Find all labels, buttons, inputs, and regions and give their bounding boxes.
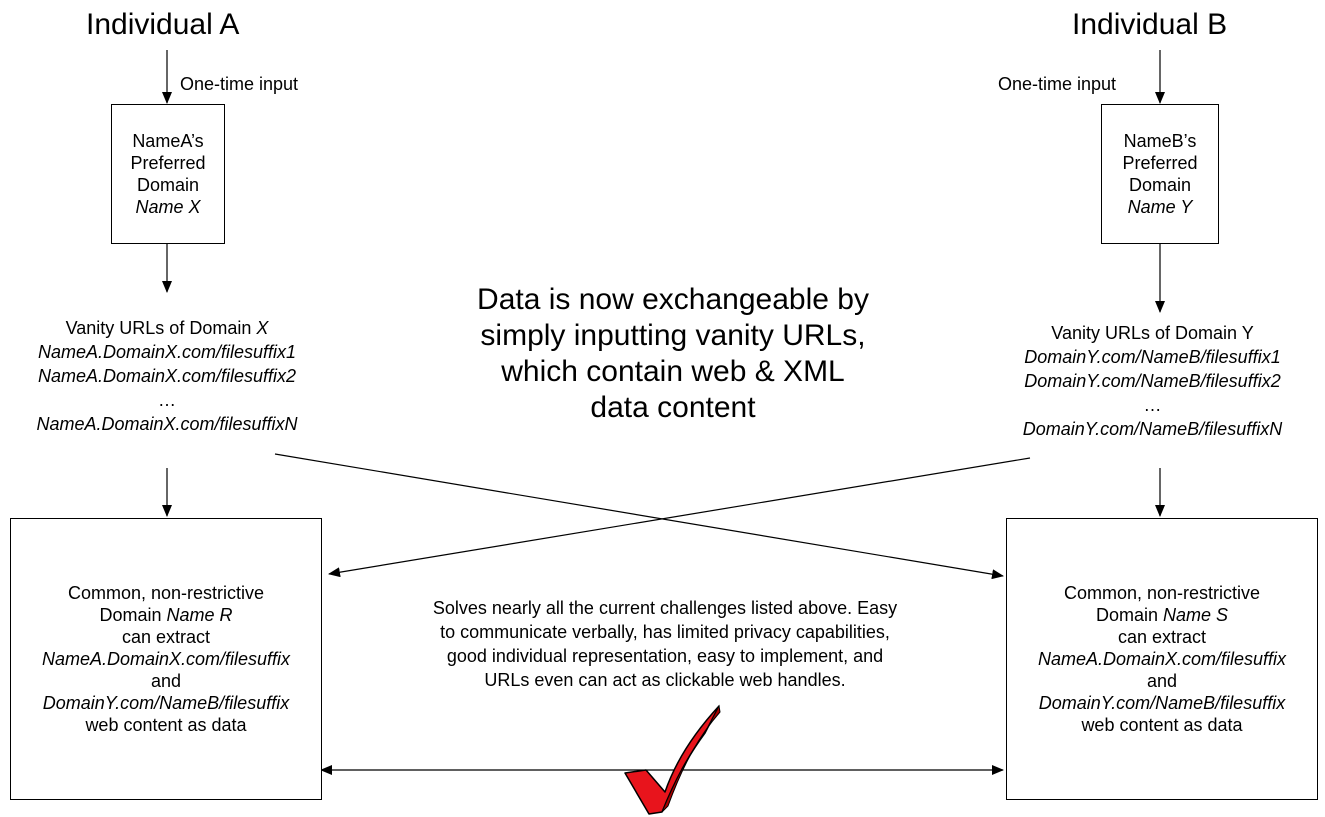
- common-s-line6: DomainY.com/NameB/filesuffix: [1038, 693, 1286, 713]
- common-r-line3: can extract: [121, 627, 211, 647]
- name-a-preferred-domain-box: NameA’s Preferred Domain Name X: [111, 104, 225, 244]
- common-s-line2-var: Name S: [1163, 605, 1229, 625]
- box-a-line3: Name X: [135, 197, 201, 217]
- individual-a-input-label: One-time input: [180, 74, 299, 94]
- common-s-line2: Domain Name S: [1096, 604, 1228, 626]
- individual-b-input-label: One-time input: [998, 74, 1117, 94]
- center-statement-line1: Data is now exchangeable by: [477, 283, 869, 316]
- center-statement-line2: simply inputting vanity URLs,: [480, 319, 866, 352]
- vanity-url-b-1: DomainY.com/NameB/filesuffix1: [1024, 347, 1281, 367]
- common-r-line4: NameA.DomainX.com/filesuffix: [41, 649, 291, 669]
- box-b-line3: Name Y: [1127, 197, 1193, 217]
- vanity-url-b-ellipsis: …: [1143, 395, 1162, 415]
- common-s-line5: and: [1146, 671, 1178, 691]
- center-statement-line3: which contain web & XML: [501, 355, 845, 388]
- vanity-urls-a: Vanity URLs of Domain X NameA.DomainX.co…: [0, 316, 334, 436]
- center-statement: Data is now exchangeable by simply input…: [420, 282, 926, 426]
- vanity-urls-a-heading-var: X: [256, 318, 269, 338]
- arrow-b-urls-to-common-r: [328, 457, 1031, 578]
- common-domain-r-box: Common, non-restrictive Domain Name R ca…: [10, 518, 322, 800]
- box-b-line2: Preferred Domain: [1122, 153, 1198, 195]
- common-s-line7: web content as data: [1081, 715, 1243, 735]
- box-b-line1: NameB’s: [1123, 131, 1197, 151]
- solution-text-line4: URLs even can act as clickable web handl…: [484, 670, 846, 690]
- vanity-url-a-1: NameA.DomainX.com/filesuffix1: [37, 342, 297, 362]
- common-s-line3: can extract: [1117, 627, 1207, 647]
- vanity-url-a-ellipsis: …: [158, 390, 176, 410]
- check-mark-icon: [624, 704, 721, 815]
- common-r-line2: Domain Name R: [99, 604, 232, 626]
- individual-a-title: Individual A: [86, 8, 240, 41]
- vanity-urls-b: Vanity URLs of Domain Y DomainY.com/Name…: [980, 321, 1325, 441]
- solution-text: Solves nearly all the current challenges…: [348, 596, 982, 692]
- vanity-urls-a-heading-prefix: Vanity URLs of Domain: [65, 318, 257, 338]
- common-s-line2-prefix: Domain: [1095, 605, 1163, 625]
- box-a-line2: Preferred Domain: [130, 153, 206, 195]
- arrow-a-urls-to-common-s: [274, 453, 1004, 580]
- common-r-line6: DomainY.com/NameB/filesuffix: [42, 693, 290, 713]
- vanity-url-b-n: DomainY.com/NameB/filesuffixN: [1022, 419, 1283, 439]
- vanity-url-a-2: NameA.DomainX.com/filesuffix2: [37, 366, 297, 386]
- vanity-url-a-n: NameA.DomainX.com/filesuffixN: [36, 414, 298, 434]
- common-r-line2-prefix: Domain: [99, 605, 167, 625]
- vanity-url-b-2: DomainY.com/NameB/filesuffix2: [1024, 371, 1281, 391]
- individual-b-title: Individual B: [1072, 8, 1228, 41]
- box-a-line1: NameA’s: [132, 131, 204, 151]
- vanity-urls-b-heading: Vanity URLs of Domain Y: [1051, 323, 1254, 343]
- common-r-line7: web content as data: [85, 715, 247, 735]
- common-s-line4: NameA.DomainX.com/filesuffix: [1037, 649, 1287, 669]
- common-r-line1: Common, non-restrictive: [67, 583, 265, 603]
- solution-text-line1: Solves nearly all the current challenges…: [432, 598, 898, 618]
- common-r-line5: and: [150, 671, 182, 691]
- vanity-urls-a-heading: Vanity URLs of Domain X: [0, 316, 334, 340]
- solution-text-line2: to communicate verbally, has limited pri…: [440, 622, 890, 642]
- name-b-preferred-domain-box: NameB’s Preferred Domain Name Y: [1101, 104, 1219, 244]
- common-s-line1: Common, non-restrictive: [1063, 583, 1261, 603]
- center-statement-line4: data content: [590, 391, 756, 424]
- common-r-line2-var: Name R: [166, 605, 233, 625]
- common-domain-s-box: Common, non-restrictive Domain Name S ca…: [1006, 518, 1318, 800]
- solution-text-line3: good individual representation, easy to …: [446, 646, 884, 666]
